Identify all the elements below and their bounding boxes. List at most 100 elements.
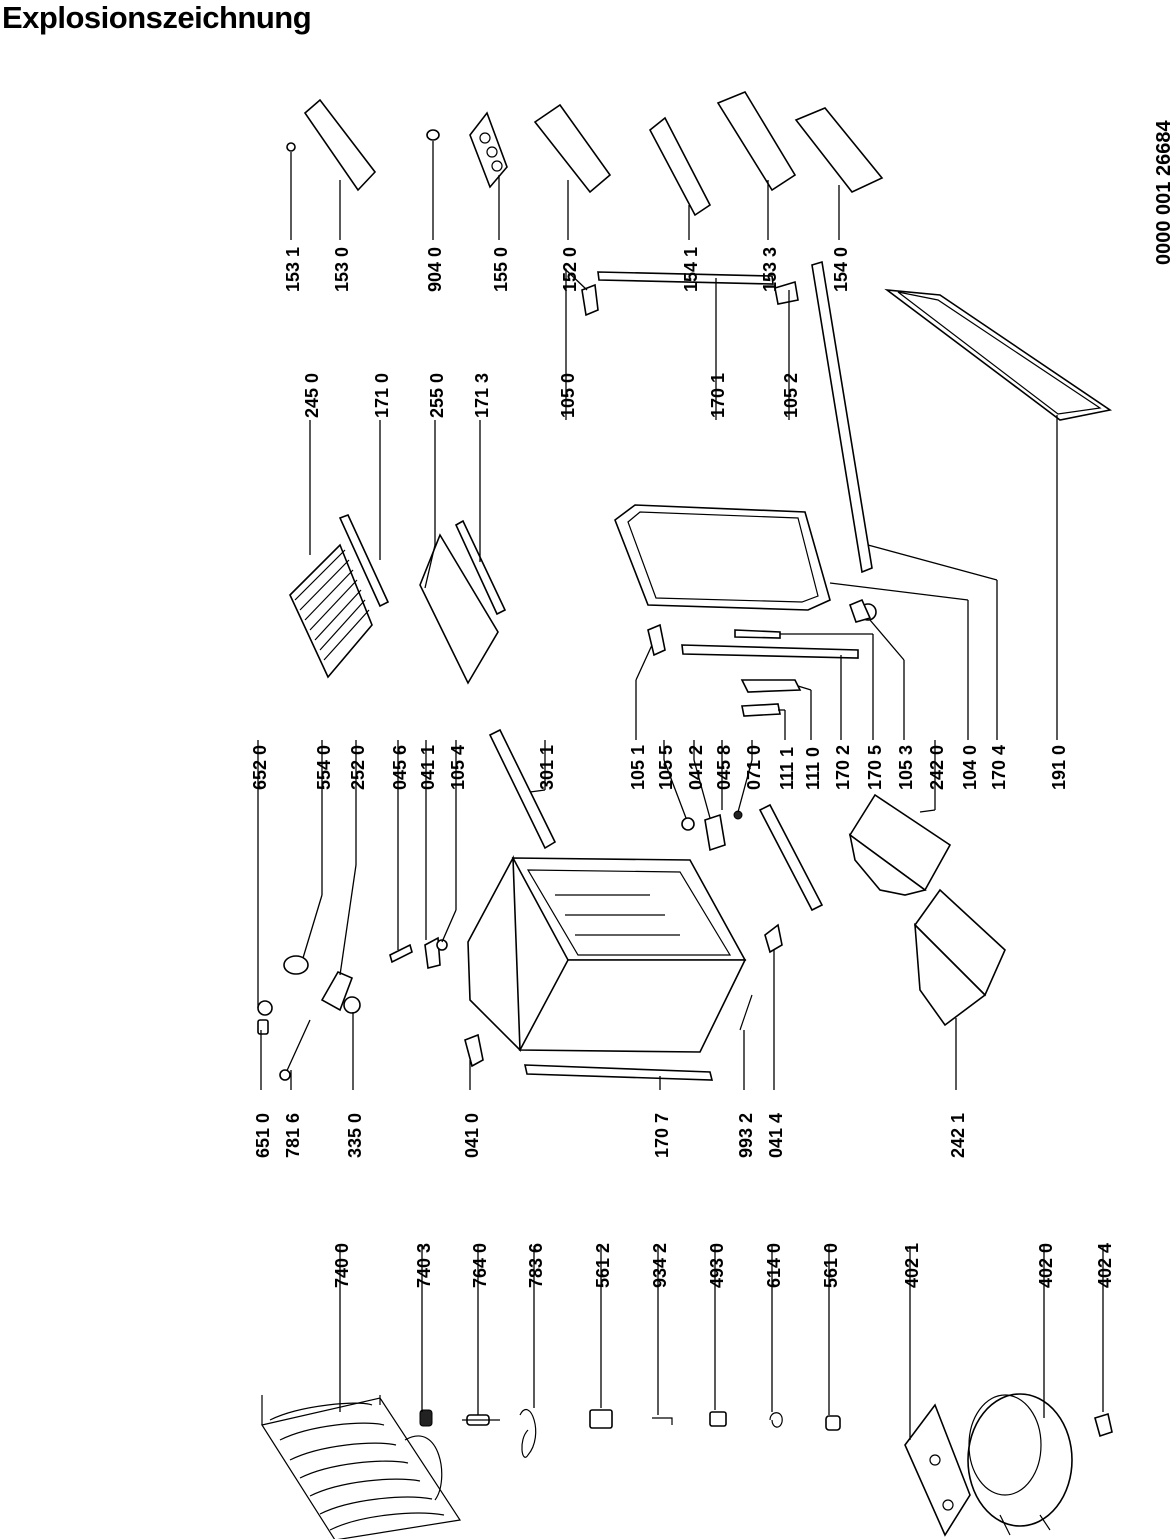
label-170-1: 170 1	[708, 373, 728, 418]
bushing-icon	[681, 817, 695, 831]
compressor-icon	[967, 1393, 1073, 1536]
label-993-2: 993 2	[736, 1113, 756, 1158]
label-781-6: 781 6	[283, 1113, 303, 1158]
label-245-0: 245 0	[302, 373, 322, 418]
trim-strip-icon	[523, 1064, 714, 1081]
label-105-4: 105 4	[448, 745, 468, 790]
label-041-2: 041 2	[686, 745, 706, 790]
door-shelf-large-icon	[794, 107, 884, 193]
label-154-0: 154 0	[831, 247, 851, 292]
crisper-large-icon	[913, 888, 1006, 1027]
wire-clip-icon	[652, 1417, 673, 1425]
cap-icon	[436, 939, 448, 951]
handle-bracket-icon	[740, 679, 802, 693]
page-title: Explosionszeichnung	[2, 0, 312, 35]
screw-icon	[739, 994, 753, 1031]
label-740-0: 740 0	[332, 1243, 352, 1288]
label-252-0: 252 0	[348, 745, 368, 790]
label-561-0: 561 0	[821, 1243, 841, 1288]
label-153-3: 153 3	[760, 247, 780, 292]
label-105-3: 105 3	[896, 745, 916, 790]
bottle-shelf-icon	[533, 103, 612, 194]
label-170-7: 170 7	[652, 1113, 672, 1158]
label-071-0: 071 0	[744, 745, 764, 790]
wire-shelf-icon	[289, 543, 373, 679]
door-shelf-small-icon	[716, 91, 797, 192]
label-554-0: 554 0	[314, 745, 334, 790]
nut-icon	[733, 810, 743, 820]
bracket-icon	[704, 813, 726, 852]
label-614-0: 614 0	[764, 1243, 784, 1288]
label-934-2: 934 2	[650, 1243, 670, 1288]
label-041-1: 041 1	[418, 745, 438, 790]
label-041-4: 041 4	[766, 1113, 786, 1158]
capillary-tube-icon	[519, 1408, 537, 1458]
door-hinge-lower-icon	[848, 598, 872, 623]
label-335-0: 335 0	[345, 1113, 365, 1158]
label-105-2: 105 2	[781, 373, 801, 418]
label-170-5: 170 5	[865, 745, 885, 790]
label-045-8: 045 8	[714, 745, 734, 790]
label-740-3: 740 3	[414, 1243, 434, 1288]
filter-drier-icon	[462, 1414, 500, 1426]
document-number: 0000 001 26684	[1153, 120, 1172, 265]
pin-icon	[286, 142, 296, 152]
label-402-4: 402 4	[1095, 1243, 1115, 1288]
label-105-1: 105 1	[628, 745, 648, 790]
label-155-0: 155 0	[491, 247, 511, 292]
label-105-0: 105 0	[558, 373, 578, 418]
hook-icon	[769, 1412, 783, 1428]
latch-icon	[581, 283, 599, 317]
label-105-5: 105 5	[656, 745, 676, 790]
door-gasket-strip-icon	[811, 260, 873, 574]
label-402-0: 402 0	[1036, 1243, 1056, 1288]
sensor-tube-icon	[279, 1019, 311, 1081]
door-trim-bottom-icon	[681, 644, 859, 659]
connector-icon	[709, 1411, 727, 1427]
label-255-0: 255 0	[427, 373, 447, 418]
door-seal-icon	[884, 288, 1113, 421]
label-111-0: 111 0	[803, 747, 823, 790]
door-hinge-icon	[647, 623, 666, 657]
relay-icon	[589, 1409, 613, 1429]
label-170-2: 170 2	[833, 745, 853, 790]
label-153-0: 153 0	[332, 247, 352, 292]
hinge-pin-icon	[389, 943, 413, 964]
label-191-0: 191 0	[1049, 745, 1069, 790]
label-301-1: 301 1	[537, 745, 557, 790]
label-153-1: 153 1	[283, 247, 303, 292]
cover-plate-icon	[741, 703, 781, 717]
label-493-0: 493 0	[707, 1243, 727, 1288]
label-104-0: 104 0	[960, 745, 980, 790]
label-242-0: 242 0	[927, 745, 947, 790]
label-561-2: 561 2	[593, 1243, 613, 1288]
label-242-1: 242 1	[948, 1113, 968, 1158]
condenser-coil-icon	[261, 1395, 462, 1539]
hinge-bottom-icon	[464, 1033, 484, 1068]
egg-tray-icon	[469, 111, 508, 189]
label-041-0: 041 0	[462, 1113, 482, 1158]
hinge-top-icon	[764, 923, 783, 954]
thermostat-icon	[283, 955, 309, 975]
label-652-0: 652 0	[250, 745, 270, 790]
label-783-6: 783 6	[526, 1243, 546, 1288]
door-strip-icon	[758, 803, 824, 912]
freezer-door-icon	[614, 504, 831, 611]
label-170-4: 170 4	[989, 745, 1009, 790]
lamp-housing-icon	[320, 970, 361, 1014]
grommet-icon	[419, 1409, 433, 1427]
label-045-6: 045 6	[390, 745, 410, 790]
crisper-small-icon	[848, 793, 952, 896]
label-764-0: 764 0	[470, 1243, 490, 1288]
door-shelf-icon	[303, 98, 377, 192]
handle-icon	[734, 629, 781, 639]
flap-icon	[648, 116, 712, 217]
rail-icon	[488, 728, 557, 850]
mounting-plate-icon	[904, 1403, 971, 1537]
thermostat-knob-icon	[257, 1000, 273, 1035]
label-171-3: 171 3	[472, 373, 492, 418]
label-651-0: 651 0	[253, 1113, 273, 1158]
knob-icon	[426, 129, 440, 141]
label-111-1: 111 1	[777, 747, 797, 790]
